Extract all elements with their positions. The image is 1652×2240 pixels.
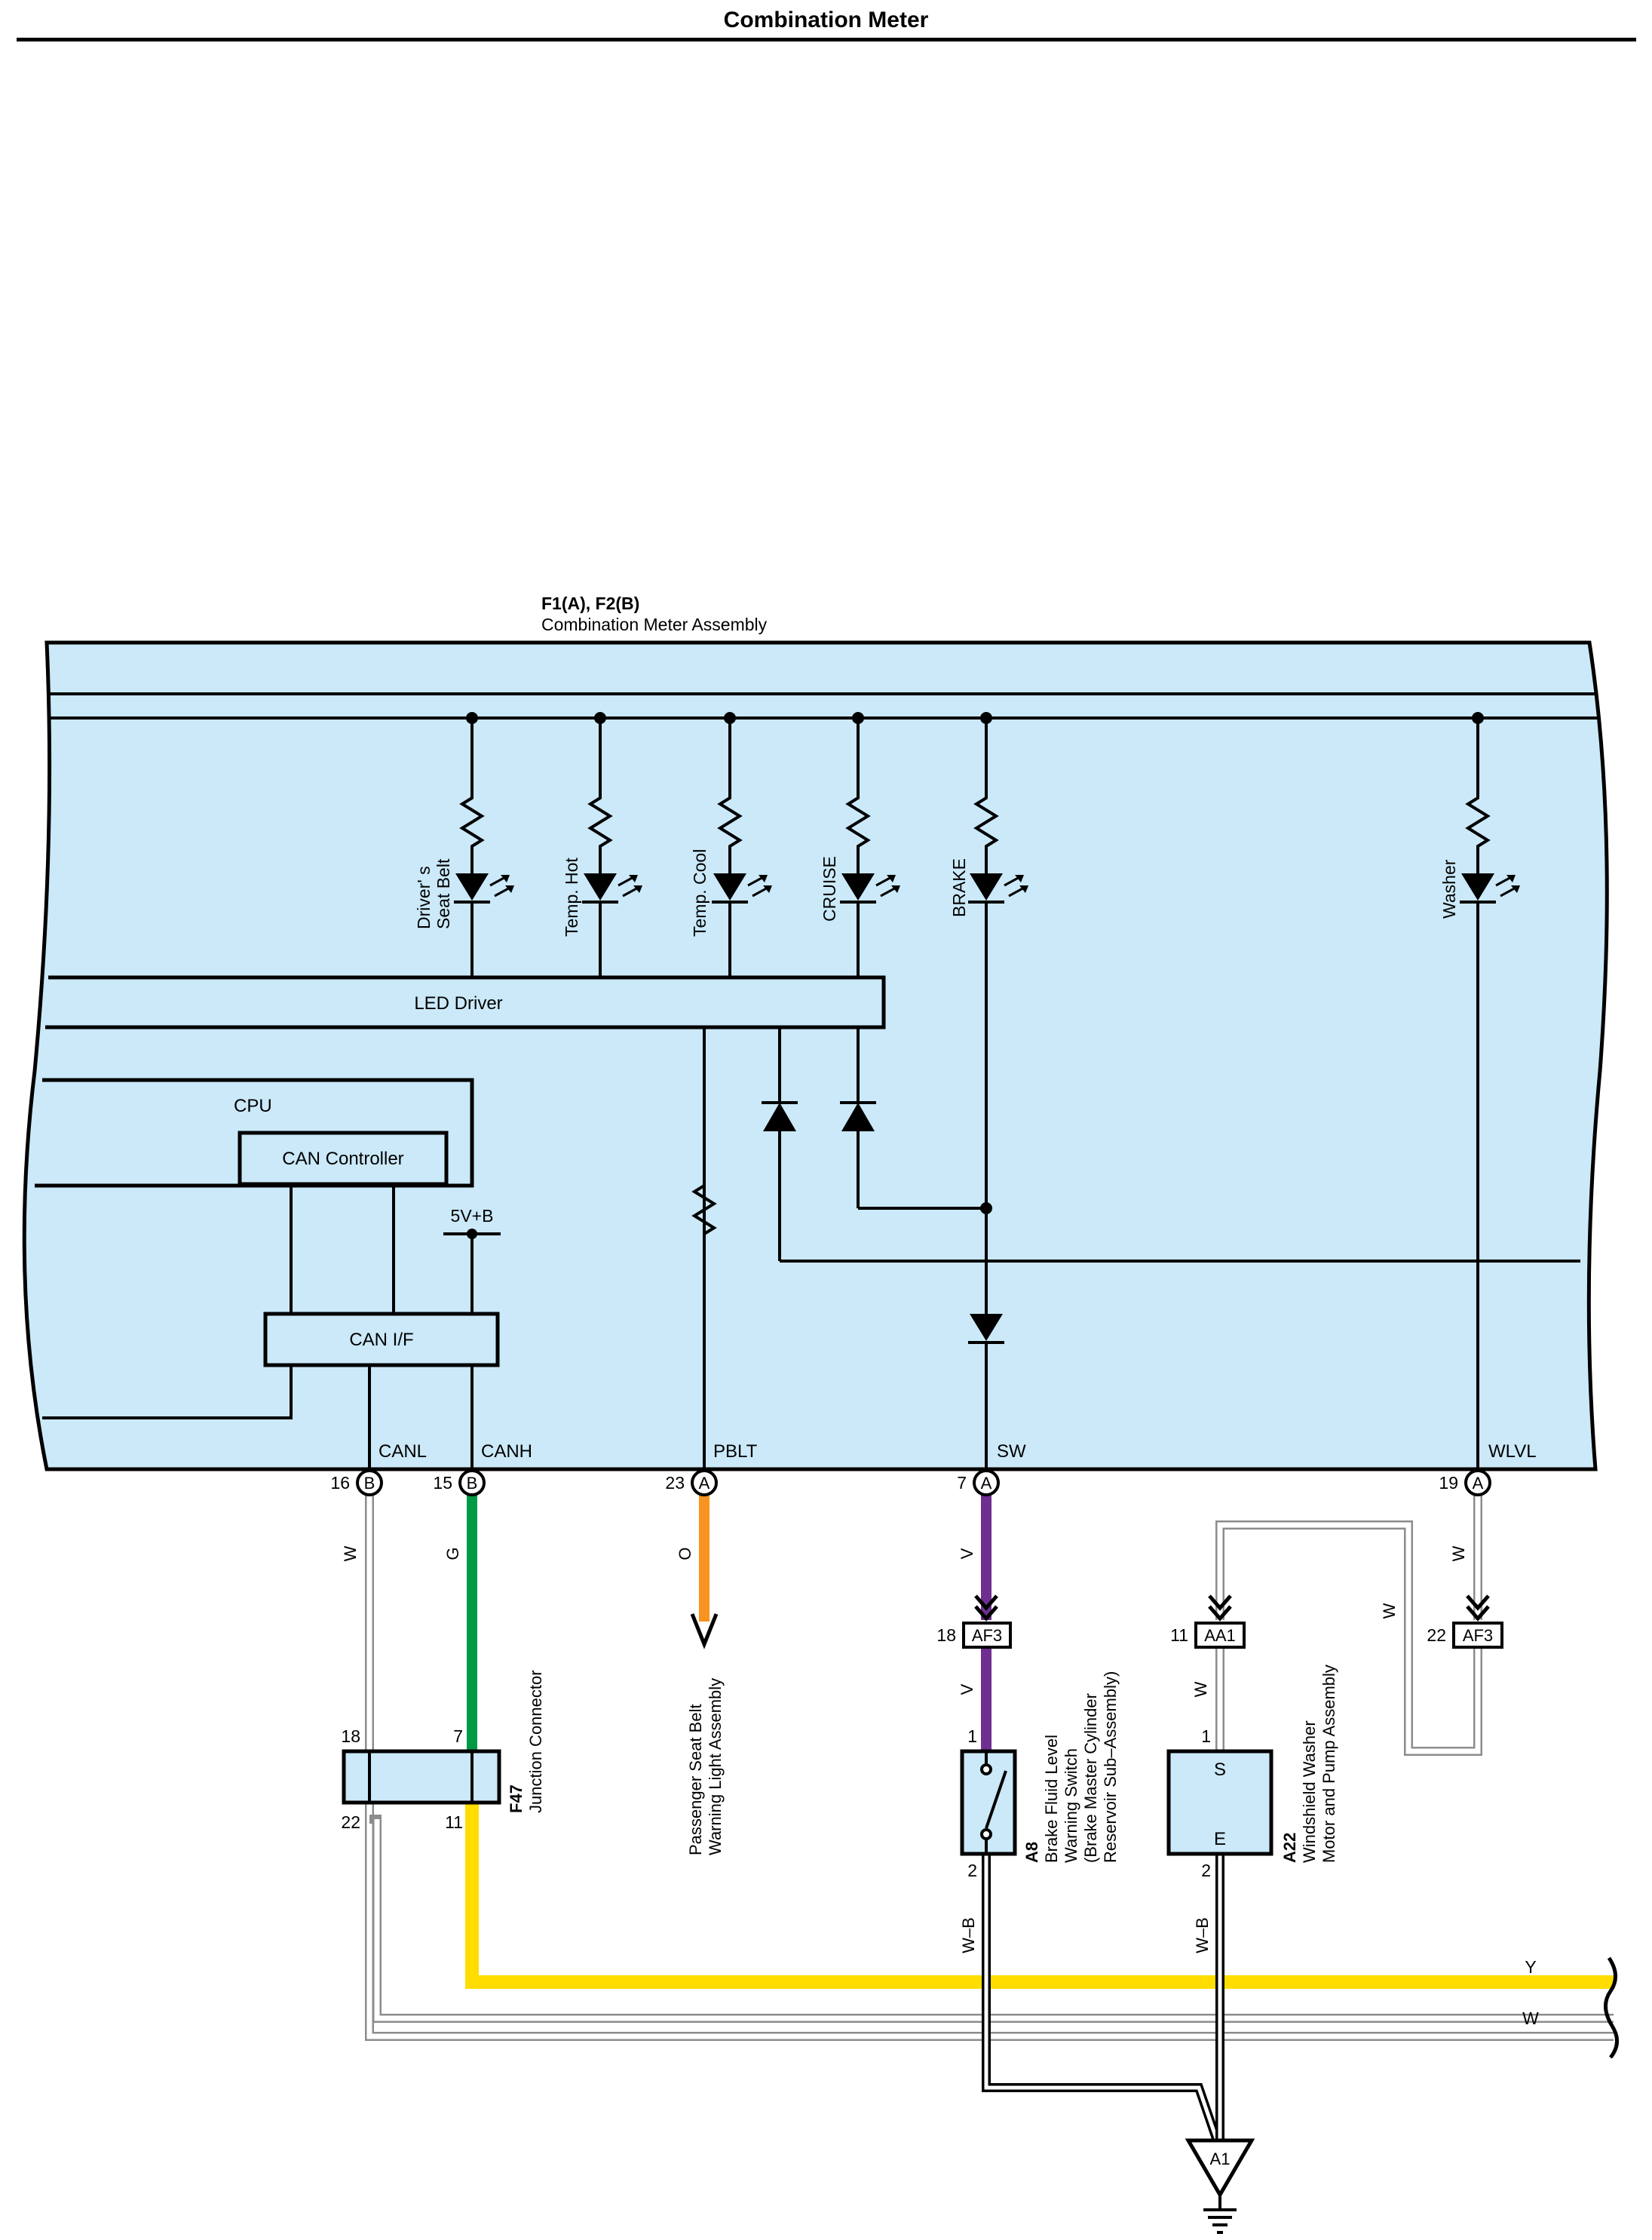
indicator-label-temp-cool: Temp. Cool xyxy=(690,849,710,937)
wire-break-icon xyxy=(1604,1956,1619,2059)
terminal-connector-canh: B xyxy=(467,1474,478,1493)
can-controller-label: CAN Controller xyxy=(282,1149,403,1169)
brake-switch-line2: Warning Switch xyxy=(1062,1748,1080,1863)
wire-brake-ground xyxy=(982,1854,1221,2142)
brake-switch-pin-bottom: 2 xyxy=(967,1861,977,1880)
signal-label-canl: CANL xyxy=(379,1441,427,1462)
terminal-pin-pblt: 23 xyxy=(665,1473,685,1493)
brake-switch-code: A8 xyxy=(1022,1842,1041,1863)
terminal-pin-canh: 15 xyxy=(433,1473,452,1493)
assembly-name: Combination Meter Assembly xyxy=(541,615,768,634)
brake-switch-pin-top: 1 xyxy=(967,1726,977,1746)
washer-motor-pin-bottom: 2 xyxy=(1201,1861,1211,1880)
connector-af3-wlvl xyxy=(1452,1622,1503,1649)
junction-pin: 7 xyxy=(453,1726,463,1746)
washer-motor-wire-bottom: W–B xyxy=(1193,1917,1212,1953)
diode-icon xyxy=(762,1101,798,1131)
terminal-connector-canl: B xyxy=(364,1474,375,1493)
indicator-label-washer: Washer xyxy=(1439,859,1459,919)
connector-aa1 xyxy=(1194,1622,1246,1649)
connector-code-af3-sw: AF3 xyxy=(972,1626,1002,1645)
diode-icon xyxy=(840,1101,876,1131)
junction-connector xyxy=(342,1749,501,1805)
diode-icon xyxy=(968,1314,1004,1344)
brake-switch-wire-bottom: W–B xyxy=(959,1917,978,1953)
terminal-pin-canl: 16 xyxy=(330,1473,350,1493)
indicator-branches xyxy=(470,718,1479,1469)
passenger-seatbelt-line2: Warning Light Assembly xyxy=(706,1678,725,1855)
wire-canl-white xyxy=(365,1483,1614,2041)
connector-pin-af3-sw: 18 xyxy=(936,1625,956,1645)
signal-label-pblt: PBLT xyxy=(713,1441,758,1462)
washer-motor-line1: Windshield Washer xyxy=(1300,1720,1319,1863)
indicator-label-seatbelt-1: Driver' s xyxy=(414,866,434,929)
switch-icon xyxy=(980,1751,1007,1854)
wire-bus-white xyxy=(369,1815,1614,2023)
wire-color-canh: G xyxy=(443,1547,462,1560)
signal-label-canh: CANH xyxy=(481,1441,532,1462)
washer-motor-pin-top: 1 xyxy=(1201,1726,1211,1746)
wire-bus-yellow xyxy=(465,1803,1614,1989)
ground-triangle xyxy=(1185,2138,1255,2199)
wire-color-pblt: O xyxy=(676,1547,694,1560)
junction-pin: 18 xyxy=(341,1726,360,1746)
title-rule xyxy=(17,38,1636,41)
combination-meter-panel xyxy=(22,640,1609,1471)
can-if-block xyxy=(263,1312,500,1367)
signal-label-wlvl: WLVL xyxy=(1488,1441,1537,1462)
bus-label-white: W xyxy=(1522,2008,1539,2028)
brake-switch-line3: (Brake Master Cylinder xyxy=(1081,1693,1100,1863)
brake-switch-wire-top: V xyxy=(958,1683,976,1695)
brake-switch-line4: Reservoir Sub–Assembly) xyxy=(1101,1671,1120,1863)
washer-motor xyxy=(1166,1749,1273,1856)
washer-motor-terminal-e: E xyxy=(1214,1829,1226,1849)
washer-motor-code: A22 xyxy=(1280,1833,1299,1863)
chevron-down-icon xyxy=(974,1594,1490,1622)
signal-label-sw: SW xyxy=(997,1441,1026,1462)
indicator-label-seatbelt-2: Seat Belt xyxy=(434,858,453,929)
junction-pin: 22 xyxy=(341,1812,360,1832)
led-driver-block xyxy=(45,975,886,1029)
terminal-connector-wlvl: A xyxy=(1473,1474,1484,1493)
indicator-label-temp-hot: Temp. Hot xyxy=(562,858,581,937)
terminal-pin-wlvl: 19 xyxy=(1439,1473,1458,1493)
terminal-circles xyxy=(356,1469,1491,1496)
indicator-label-cruise: CRUISE xyxy=(820,856,839,922)
washer-loop-wire: W xyxy=(1380,1603,1399,1619)
bus-label-yellow: Y xyxy=(1525,1957,1536,1977)
passenger-seatbelt-line1: Passenger Seat Belt xyxy=(686,1704,705,1855)
wire-wlvl-white xyxy=(1215,1483,1482,1756)
connector-pin-aa1: 11 xyxy=(1170,1625,1188,1645)
can-if-label: CAN I/F xyxy=(349,1330,413,1350)
ground-code: A1 xyxy=(1210,2149,1231,2168)
led-driver-label: LED Driver xyxy=(414,993,502,1014)
washer-motor-wire-top: W xyxy=(1191,1681,1210,1697)
cpu-label: CPU xyxy=(234,1096,272,1116)
wire-color-wlvl: W xyxy=(1449,1545,1468,1561)
washer-motor-terminal-s: S xyxy=(1214,1760,1226,1780)
brake-switch-line1: Brake Fluid Level xyxy=(1042,1735,1061,1863)
can-wiring xyxy=(42,1184,501,1469)
wire-color-canl: W xyxy=(341,1545,360,1561)
connector-code-af3-wlvl: AF3 xyxy=(1463,1626,1493,1645)
junction-name: Junction Connector xyxy=(526,1670,545,1813)
junction-pin: 11 xyxy=(445,1812,463,1832)
terminal-connector-pblt: A xyxy=(699,1474,710,1493)
washer-motor-line2: Motor and Pump Assembly xyxy=(1319,1665,1338,1863)
indicator-label-brake: BRAKE xyxy=(949,858,969,917)
terminal-pin-sw: 7 xyxy=(957,1473,967,1493)
assembly-code: F1(A), F2(B) xyxy=(541,594,639,613)
connector-code-aa1: AA1 xyxy=(1204,1626,1236,1645)
ground-icon xyxy=(1203,2195,1237,2234)
junction-code: F47 xyxy=(507,1784,526,1813)
connector-af3-sw xyxy=(962,1622,1012,1649)
can-controller-block xyxy=(238,1131,449,1186)
connector-pin-af3-wlvl: 22 xyxy=(1427,1625,1446,1645)
supply-label: 5V+B xyxy=(451,1206,494,1226)
terminal-connector-sw: A xyxy=(981,1474,992,1493)
wire-color-sw: V xyxy=(958,1548,976,1559)
page-title: Combination Meter xyxy=(723,8,929,32)
arrow-down-icon xyxy=(690,1613,719,1649)
